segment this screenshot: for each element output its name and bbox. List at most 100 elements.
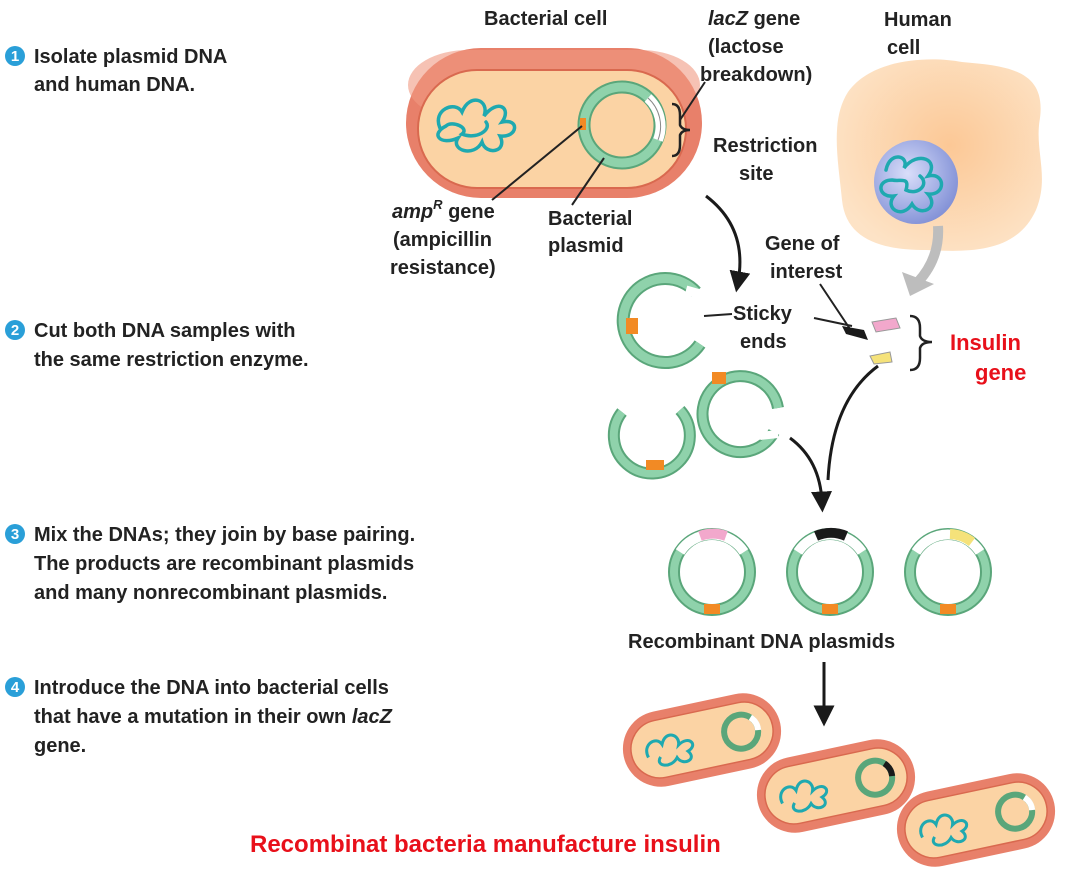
gene-fragment-yellow: [869, 351, 893, 365]
step-3-badge: [5, 524, 25, 544]
label-ampr-desc-1: (ampicillin: [393, 229, 492, 251]
label-insulin-1: Insulin: [950, 330, 1021, 355]
arrow-gene-to-merge: [826, 364, 879, 481]
recombinant-bacterium-3-dna-icon: [919, 813, 969, 847]
cut-plasmid-top-amp: [626, 318, 638, 334]
cut-plasmid-right: [696, 370, 784, 459]
cut-plasmid-right-amp: [712, 372, 726, 384]
step-2-badge: [5, 320, 25, 340]
bacterial-cell-main: [406, 48, 702, 198]
label-ampr-gene: ampR gene: [392, 197, 495, 223]
step-3-number: 3: [11, 526, 19, 543]
label-sticky-2: ends: [740, 331, 787, 353]
recombinant-plasmid-3-lacz: [911, 529, 985, 555]
arrow-plasmid-to-merge: [789, 436, 832, 513]
nucleus: [874, 140, 958, 224]
step-1: 1 Isolate plasmid DNA and human DNA.: [5, 46, 227, 96]
gene-fragment-pink: [871, 317, 901, 333]
recombinant-bacterium-3: [896, 773, 1056, 867]
label-insulin-2: gene: [975, 360, 1026, 385]
label-ampr-italic: amp: [392, 201, 433, 223]
step-2-number: 2: [11, 322, 19, 339]
step-4: 4 Introduce the DNA into bacterial cells…: [5, 677, 393, 757]
recombinant-plasmid-3-amp: [940, 604, 956, 614]
amp-gene-mark: [580, 118, 586, 130]
bottom-title: Recombinat bacteria manufacture insulin: [250, 831, 721, 858]
cut-plasmid-right-inner: [698, 372, 782, 457]
label-ampr-sup: R: [433, 197, 443, 212]
recombinant-plasmid-1-amp: [704, 604, 720, 614]
bracket-insulin: [909, 314, 933, 372]
label-human-cell-2: cell: [887, 37, 920, 59]
recombinant-bacterium-2-dna-icon: [779, 779, 829, 813]
recombinant-bacterium-3-cytoplasm: [904, 781, 1048, 859]
leader-ampr: [491, 125, 583, 201]
step-1-number: 1: [11, 48, 19, 65]
step-3-line-2: The products are recombinant plasmids: [34, 553, 414, 575]
label-plasmid-1: Bacterial: [548, 208, 633, 230]
label-plasmid-2: plasmid: [548, 235, 624, 257]
step-4-number: 4: [11, 679, 20, 696]
step-4-line-2: that have a mutation in their own lacZ: [34, 706, 393, 728]
cut-plasmid-left-inner: [609, 407, 694, 478]
recombinant-bacterium-2-cytoplasm: [764, 747, 908, 825]
label-gene-interest-1: Gene of: [765, 233, 840, 255]
step-1-line-1: Isolate plasmid DNA: [34, 46, 227, 68]
step-4-line-1: Introduce the DNA into bacterial cells: [34, 677, 389, 699]
recombinant-plasmid-1-insert: [698, 528, 728, 541]
gene-fragment-black: [842, 326, 868, 340]
recombinant-bacterium-3-insert: [1022, 794, 1036, 811]
arrow-bacteria-to-cut: [705, 194, 751, 293]
label-ampr-desc-2: resistance): [390, 257, 496, 279]
label-recombinant: Recombinant DNA plasmids: [628, 631, 895, 653]
bracket-restriction: [671, 102, 691, 158]
step-4-line-3: gene.: [34, 735, 86, 757]
cut-plasmid-right-lacz: [759, 430, 779, 440]
cut-plasmid-top-lacz: [684, 285, 709, 312]
label-lacz-italic: lacZ: [708, 8, 749, 30]
leader-lacz: [679, 81, 706, 121]
recombinant-plasmid-2: [786, 527, 874, 616]
cut-plasmid-left: [607, 394, 696, 480]
cut-plasmid-top: [616, 272, 709, 369]
chromosomal-dna-icon: [436, 98, 517, 153]
step-3: 3 Mix the DNAs; they join by base pairin…: [5, 524, 415, 604]
label-lacz-gene-word: gene: [748, 8, 800, 30]
label-sticky-1: Sticky: [733, 303, 793, 325]
recombinant-bacterium-1-insert: [748, 714, 762, 731]
cut-plasmid-top-inner: [618, 274, 704, 367]
step-3-line-3: and many nonrecombinant plasmids.: [34, 582, 387, 604]
arrow-human-to-gene-head: [902, 272, 934, 296]
recombinant-plasmid-1: [668, 528, 756, 616]
label-lacz-desc-1: (lactose: [708, 36, 784, 58]
lacz-segment-outline: [647, 97, 662, 141]
leader-sticky-left: [703, 313, 733, 317]
cut-plasmid-left-amp: [646, 460, 664, 470]
recombinant-bacterium-1-dna-icon: [645, 733, 695, 767]
leader-sticky-right: [813, 317, 853, 327]
label-ampr-gene-word: gene: [443, 201, 495, 223]
label-restriction-1: Restriction: [713, 135, 817, 157]
arrow-human-to-gene: [914, 225, 944, 286]
label-lacz-desc-2: breakdown): [700, 64, 812, 86]
recombinant-bacterium-2-insert: [882, 760, 896, 777]
recombinant-plasmid-2-insert: [814, 527, 848, 541]
step-1-badge: [5, 46, 25, 66]
label-human-cell-1: Human: [884, 9, 952, 31]
recombinant-bacterium-1-cytoplasm: [630, 701, 774, 779]
step-4-line-2-text: that have a mutation in their own: [34, 706, 352, 728]
human-dna-icon: [879, 155, 944, 214]
step-4-lacz-term: lacZ: [352, 706, 393, 728]
label-lacz-gene: lacZ gene: [708, 8, 800, 30]
label-gene-interest-2: interest: [770, 261, 843, 283]
label-bacterial-cell: Bacterial cell: [484, 8, 607, 30]
recombinant-plasmid-3-insert: [949, 529, 976, 547]
step-2-line-1: Cut both DNA samples with: [34, 320, 295, 342]
leader-plasmid: [571, 157, 605, 206]
step-2: 2 Cut both DNA samples with the same res…: [5, 320, 309, 371]
recombinant-bacterium-2: [756, 739, 916, 833]
step-4-badge: [5, 677, 25, 697]
step-3-line-1: Mix the DNAs; they join by base pairing.: [34, 524, 415, 546]
recombinant-plasmid-3: [904, 528, 992, 616]
